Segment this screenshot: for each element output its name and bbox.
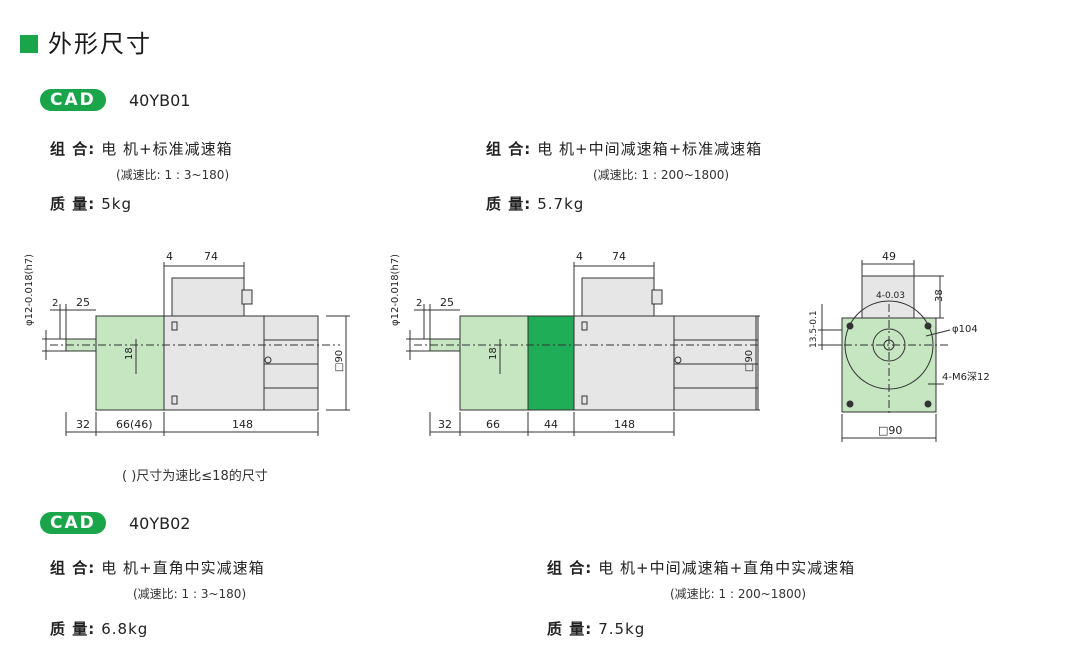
dim-label: 18 — [124, 347, 135, 360]
dim-label: 38 — [934, 289, 945, 302]
dim-label: 66 — [486, 418, 500, 431]
model-name-40yb01: 40YB01 — [129, 91, 191, 110]
dimension-note: ( )尺寸为速比≤18的尺寸 — [122, 469, 268, 484]
dim-label: 32 — [438, 418, 452, 431]
dim-label: 2 — [52, 298, 58, 309]
dim-label: 66(46) — [116, 418, 153, 431]
dim-label: 25 — [76, 296, 90, 309]
dim-label: 32 — [76, 418, 90, 431]
combo-row: 组 合:电 机+中间减速箱+直角中实减速箱 — [547, 559, 856, 577]
combo-row: 组 合:电 机+直角中实减速箱 — [50, 559, 265, 577]
dim-label: φ12-0.018(h7) — [390, 254, 401, 326]
cad-badge-40yb01[interactable]: CAD — [40, 89, 106, 111]
dim-label: 74 — [204, 250, 218, 263]
ratio-text: (减速比: 1 : 200~1800) — [593, 168, 730, 182]
dim-label: φ12-0.018(h7) — [24, 254, 35, 326]
dim-label: 74 — [612, 250, 626, 263]
dim-label: 18 — [488, 347, 499, 360]
dim-label: 25 — [440, 296, 454, 309]
dim-label: 4-M6深12 — [942, 371, 990, 383]
ratio-text: (减速比: 1 : 3~180) — [116, 168, 230, 182]
drawing-motor-gearbox: 4 74 25 2 φ12-0.018(h7) 18 □90 32 66(46)… — [24, 250, 350, 436]
mass-row: 质 量:6.8kg — [50, 620, 149, 638]
section-title: 外形尺寸 — [20, 24, 152, 59]
dim-label: 49 — [882, 250, 896, 263]
mass-row: 质 量:5kg — [50, 195, 132, 213]
cad-badge-40yb02[interactable]: CAD — [40, 512, 106, 534]
mass-row: 质 量:5.7kg — [486, 195, 585, 213]
combo-row: 组 合:电 机+标准减速箱 — [50, 140, 233, 158]
dim-label: 4-0.03 — [876, 291, 905, 301]
ratio-text: (减速比: 1 : 200~1800) — [670, 587, 807, 601]
dim-label: 4 — [576, 250, 583, 263]
drawing-end-view: 49 38 4-0.03 13.5-0.1 φ104 4-M6深12 □90 — [809, 250, 990, 442]
drawing-motor-intermediate-gearbox: 4 74 25 2 φ12-0.018(h7) 18 □90 32 66 44 … — [390, 250, 760, 436]
square-bullet-icon — [20, 35, 38, 53]
dim-label: 4 — [166, 250, 173, 263]
model-name-40yb02: 40YB02 — [129, 514, 191, 533]
dim-label: 148 — [232, 418, 253, 431]
dim-label: □90 — [744, 350, 755, 372]
mass-row: 质 量:7.5kg — [547, 620, 646, 638]
dim-label: 44 — [544, 418, 558, 431]
dim-label: □90 — [334, 350, 345, 372]
dim-label: φ104 — [952, 324, 978, 335]
ratio-text: (减速比: 1 : 3~180) — [133, 587, 247, 601]
dim-label: □90 — [878, 424, 902, 437]
dim-label: 2 — [416, 298, 422, 309]
combo-row: 组 合:电 机+中间减速箱+标准减速箱 — [486, 140, 763, 158]
dim-label: 13.5-0.1 — [809, 310, 819, 348]
dim-label: 148 — [614, 418, 635, 431]
